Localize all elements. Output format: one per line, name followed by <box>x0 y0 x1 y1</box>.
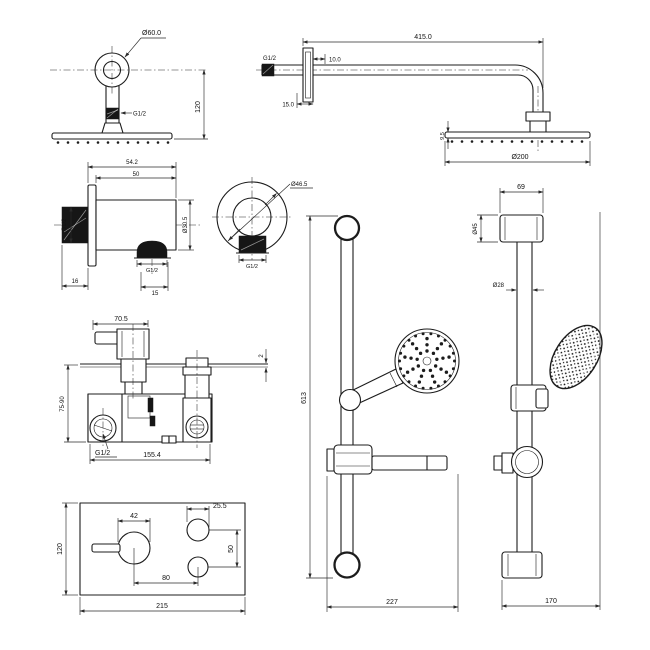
dim-arm-flange: 10.0 <box>329 58 341 64</box>
dim-arm-inset: 15.0 <box>282 103 294 109</box>
dim-valve-width: 155.4 <box>143 452 161 459</box>
dim-plate-hole-gap: 50 <box>228 545 235 553</box>
dim-valve-depth: 75-90 <box>60 396 66 412</box>
dim-outlet-body-dia: Ø30.5 <box>183 216 189 233</box>
dim-railside-rail-dia: Ø28 <box>493 283 505 289</box>
spray-dots <box>450 140 584 143</box>
dim-railside-width: 170 <box>545 598 557 605</box>
dim-plate-handle-dia: 42 <box>130 513 138 520</box>
view-slide-rail-front: 613 227 <box>301 214 460 612</box>
dim-rail-width: 227 <box>386 599 398 606</box>
dim-outlet-body-width: 50 <box>133 172 140 178</box>
dim-arm-length: 415.0 <box>414 34 432 41</box>
handset-spray-face <box>398 332 456 390</box>
dim-railside-bracket-w: 69 <box>517 184 525 191</box>
dim-plate-width: 215 <box>156 603 168 610</box>
dim-overhead-dia: Ø60.0 <box>142 30 161 37</box>
dim-outlet-left-len: 16 <box>72 279 79 285</box>
dim-outlet-bottom-len: 15 <box>152 291 159 297</box>
dim-arm-thickness: 9.5 <box>440 132 446 140</box>
view-mixer-valve: 70.5 2 75-90 G1/2 155.4 <box>60 316 268 464</box>
dim-arm-head-dia: Ø200 <box>511 154 528 161</box>
dim-valve-handle: 70.5 <box>114 316 128 323</box>
dim-outlet-front-dia: Ø46.5 <box>291 182 308 188</box>
dim-outlet-front-thread: G1/2 <box>246 264 258 270</box>
dim-overhead-height: 120 <box>195 101 202 113</box>
view-wall-outlet-side: 54.2 50 G1/2 Ø30.5 G1/2 16 15 <box>54 160 200 297</box>
dim-plate-height: 120 <box>57 543 64 555</box>
dim-rail-height: 613 <box>301 392 308 404</box>
dim-valve-thread: G1/2 <box>95 450 110 457</box>
view-control-plate: 42 25.5 50 80 120 215 <box>57 502 246 615</box>
dim-overhead-thread: G1/2 <box>133 112 147 118</box>
dim-outlet-thread-bottom: G1/2 <box>146 268 158 274</box>
dim-arm-thread: G1/2 <box>263 56 277 62</box>
dim-plate-center-gap: 80 <box>162 575 170 582</box>
dim-outlet-width: 54.2 <box>126 160 138 166</box>
dim-outlet-thread-left: G1/2 <box>62 218 68 232</box>
view-shower-arm-side: 415.0 10.0 G1/2 15.0 9.5 Ø200 <box>256 34 591 166</box>
view-slide-rail-side: 69 Ø45 Ø28 170 <box>473 184 603 610</box>
view-overhead-shower-front: Ø60.0 G1/2 120 <box>50 30 208 144</box>
dim-railside-bracket-dia: Ø45 <box>473 223 479 235</box>
dim-plate-hole-offset: 25.5 <box>213 503 227 510</box>
dim-valve-wall: 2 <box>259 354 265 358</box>
spray-dots <box>56 141 170 144</box>
view-wall-outlet-front: Ø46.5 G1/2 <box>212 177 313 270</box>
